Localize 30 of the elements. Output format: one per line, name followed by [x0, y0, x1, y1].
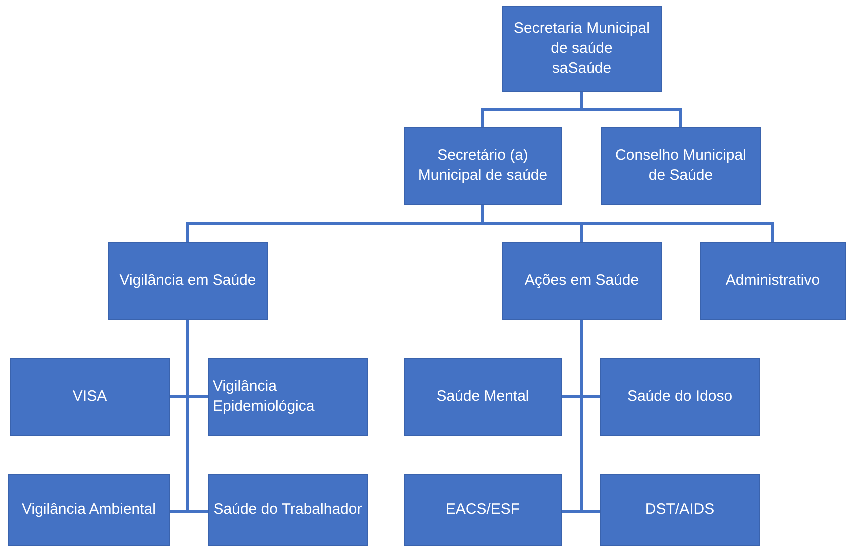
- connector-line: [482, 205, 774, 242]
- org-box: [10, 358, 170, 436]
- box-label: Saúde Mental: [436, 387, 530, 407]
- box-label: Vigilância em Saúde: [120, 271, 256, 291]
- org-box: [8, 474, 170, 546]
- box-label: EACS/ESF: [446, 500, 520, 520]
- org-box: [502, 6, 662, 92]
- box-label: Vigilância Epidemiológica: [213, 377, 316, 417]
- box-label: Secretário (a) Municipal de saúde: [417, 146, 549, 186]
- box-label: VISA: [72, 387, 108, 407]
- org-box: [404, 474, 562, 546]
- org-box: [502, 242, 662, 320]
- org-box: [208, 358, 368, 436]
- box-label: DST/AIDS: [645, 500, 715, 520]
- box-label: Saúde do Idoso: [627, 387, 733, 407]
- box-label: saSaúde: [552, 59, 612, 79]
- org-box: [108, 242, 268, 320]
- org-box: [208, 474, 368, 546]
- org-box: [600, 358, 760, 436]
- org-box: [404, 358, 562, 436]
- connector-line: [580, 92, 682, 127]
- org-box: [404, 127, 562, 205]
- org-box: [601, 127, 761, 205]
- box-label: Vigilância Ambiental: [22, 500, 156, 520]
- box-label: Administrativo: [726, 271, 820, 291]
- org-box: [700, 242, 846, 320]
- box-label: Conselho Municipal de Saúde: [614, 146, 748, 186]
- box-label: Ações em Saúde: [524, 271, 640, 291]
- org-box: [600, 474, 760, 546]
- box-label: Saúde do Trabalhador: [214, 500, 362, 520]
